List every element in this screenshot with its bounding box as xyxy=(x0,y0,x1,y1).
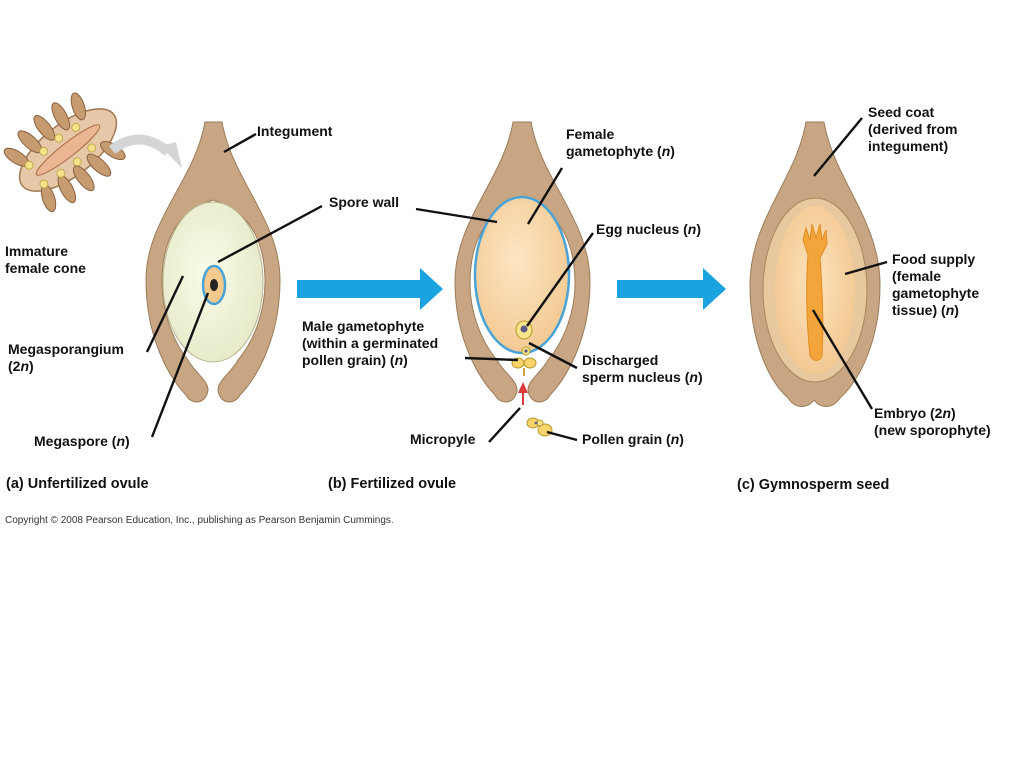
leader-pollen-grain xyxy=(546,430,578,442)
leader-food-supply xyxy=(844,260,888,276)
leader-egg-nucleus xyxy=(526,232,594,327)
label-spore-wall: Spore wall xyxy=(329,194,400,210)
progress-arrow-2 xyxy=(617,268,726,310)
leader-lines xyxy=(145,117,888,443)
leader-spore-wall-a xyxy=(217,204,323,264)
caption-fertilized-ovule: (b) Fertilized ovule xyxy=(328,476,457,492)
leader-spore-wall-b xyxy=(415,207,498,224)
label-megaspore: Megaspore (n) xyxy=(34,433,130,449)
fertilized-ovule xyxy=(454,121,591,437)
label-seed-coat: Seed coat (derived from integument) xyxy=(868,104,958,154)
label-male-gametophyte: Male gametophyte (within a germinated po… xyxy=(302,318,439,368)
embryo-icon xyxy=(802,223,828,361)
label-pollen-grain: Pollen grain (n) xyxy=(582,431,684,447)
caption-unfertilized-ovule: (a) Unfertilized ovule xyxy=(6,476,149,492)
label-egg-nucleus: Egg nucleus (n) xyxy=(596,221,702,237)
label-discharged-sperm-nucleus: Discharged sperm nucleus (n) xyxy=(582,352,703,385)
label-embryo: Embryo (2n) (new sporophyte) xyxy=(874,405,991,438)
leader-megasporangium xyxy=(145,275,185,353)
progress-arrow-1 xyxy=(297,268,443,310)
label-micropyle: Micropyle xyxy=(410,431,476,447)
leader-discharged-sperm xyxy=(528,341,578,370)
label-food-supply: Food supply (female gametophyte tissue) … xyxy=(892,251,980,318)
immature-cone-icon xyxy=(3,92,126,213)
leader-female-gametophyte xyxy=(526,167,564,225)
gymnosperm-seed xyxy=(749,121,881,407)
label-female-gametophyte: Female gametophyte (n) xyxy=(566,126,675,159)
unfertilized-ovule xyxy=(145,121,281,403)
cone-to-ovule-arrowhead xyxy=(160,142,182,168)
label-megasporangium: Megasporangium (2n) xyxy=(8,341,124,374)
leader-embryo xyxy=(811,309,874,410)
leader-megaspore xyxy=(150,292,210,438)
leader-integument xyxy=(223,132,257,154)
label-integument: Integument xyxy=(257,123,333,139)
cone-to-ovule-arrow xyxy=(108,134,172,156)
leader-micropyle xyxy=(488,407,521,443)
copyright-notice: Copyright © 2008 Pearson Education, Inc.… xyxy=(5,515,394,526)
leader-male-gametophyte xyxy=(464,356,519,362)
caption-gymnosperm-seed: (c) Gymnosperm seed xyxy=(737,477,890,493)
leader-seed-coat xyxy=(813,117,863,177)
